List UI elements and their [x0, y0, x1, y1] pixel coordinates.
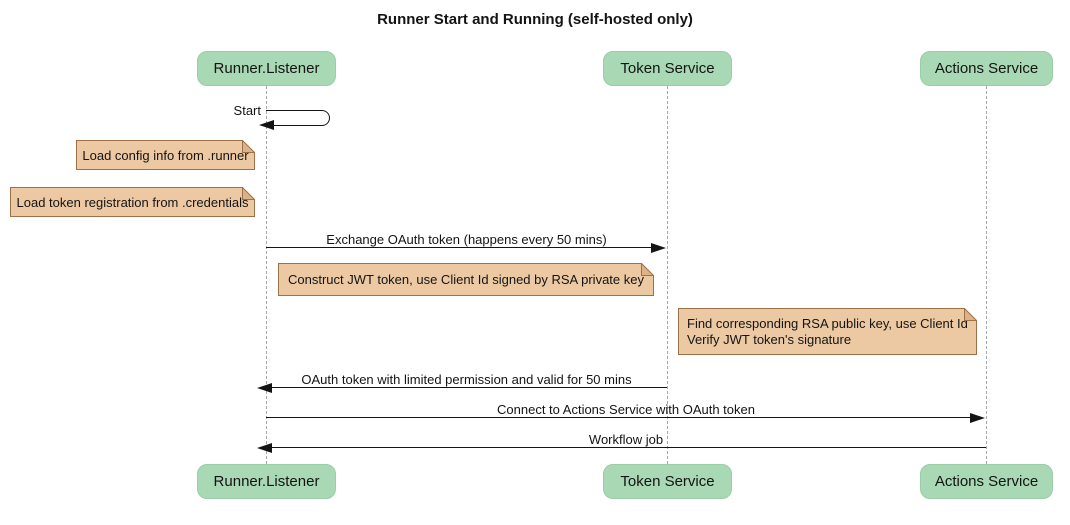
arrowhead-right-icon	[970, 413, 985, 423]
arrowhead-left-icon	[259, 120, 274, 130]
note-fold-icon	[242, 140, 255, 153]
actor-actions-service-top: Actions Service	[920, 51, 1053, 86]
arrowhead-left-icon	[257, 383, 272, 393]
actor-token-service-top: Token Service	[603, 51, 732, 86]
lifeline-runner-listener	[266, 86, 267, 464]
note-text: Load config info from .runner	[82, 147, 249, 163]
note-load-token-registration: Load token registration from .credential…	[10, 187, 255, 217]
diagram-title: Runner Start and Running (self-hosted on…	[377, 11, 693, 28]
actor-token-service-bottom: Token Service	[603, 464, 732, 499]
lifeline-actions-service	[986, 86, 987, 464]
message-line	[270, 387, 667, 389]
arrowhead-right-icon	[651, 243, 666, 253]
note-text: Load token registration from .credential…	[16, 194, 249, 210]
actor-runner-listener-bottom: Runner.Listener	[197, 464, 336, 499]
message-line	[270, 447, 986, 449]
message-label-oauth-return: OAuth token with limited permission and …	[301, 372, 632, 387]
message-label-start: Start	[233, 103, 261, 118]
self-message-arrow-start	[266, 110, 330, 126]
message-line	[266, 247, 658, 249]
actor-runner-listener-top: Runner.Listener	[197, 51, 336, 86]
lifeline-token-service	[667, 86, 668, 464]
note-find-rsa-key: Find corresponding RSA public key, use C…	[678, 308, 977, 355]
note-text-line-1: Find corresponding RSA public key, use C…	[687, 315, 968, 331]
message-label-connect-actions: Connect to Actions Service with OAuth to…	[497, 402, 755, 417]
note-fold-icon	[641, 263, 654, 276]
actor-actions-service-bottom: Actions Service	[920, 464, 1053, 499]
note-construct-jwt: Construct JWT token, use Client Id signe…	[278, 263, 654, 296]
note-fold-icon	[964, 308, 977, 321]
note-text: Construct JWT token, use Client Id signe…	[288, 272, 644, 287]
arrowhead-left-icon	[257, 443, 272, 453]
message-label-exchange-oauth: Exchange OAuth token (happens every 50 m…	[326, 232, 607, 247]
note-load-config: Load config info from .runner	[76, 140, 255, 170]
note-text-line-2: Verify JWT token's signature	[687, 331, 852, 347]
message-label-workflow-job: Workflow job	[588, 432, 664, 447]
message-line	[266, 417, 973, 419]
note-fold-icon	[242, 187, 255, 200]
